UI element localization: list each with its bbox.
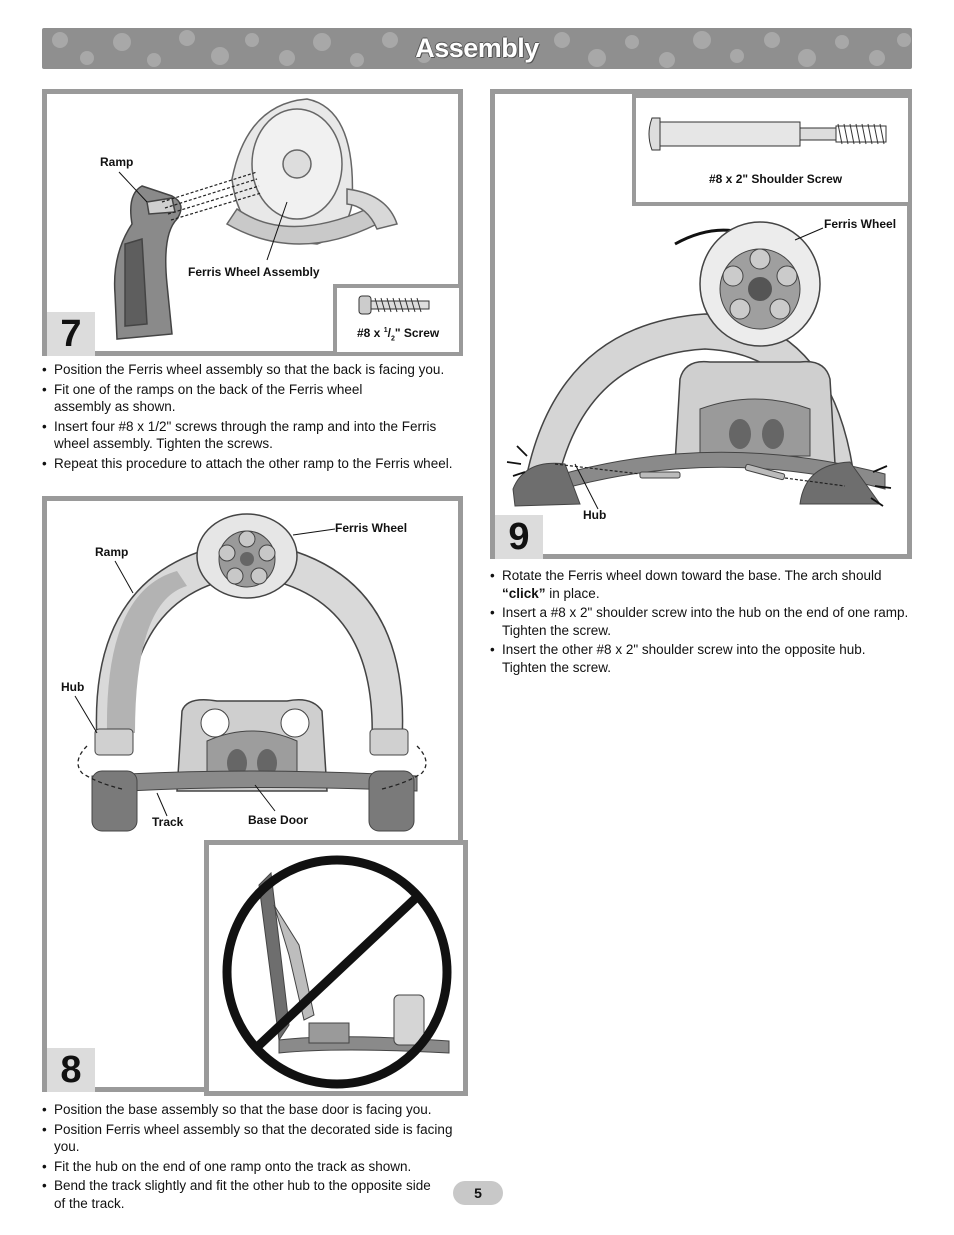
label-hub: Hub [61,680,85,694]
list-item: Fit the hub on the end of one ramp onto … [42,1158,467,1176]
label-track: Track [152,815,184,829]
step-9-panel: #8 x 2" Shoulder Screw [490,89,912,559]
label-base-door: Base Door [248,813,309,827]
label-ramp: Ramp [100,155,134,169]
step-8-illustration [74,513,427,832]
label-ferris-wheel: Ferris Wheel [824,217,897,231]
list-item: Fit one of the ramps on the back of the … [42,381,462,416]
list-item: Insert the other #8 x 2" shoulder screw … [490,641,910,676]
list-item: Position the base assembly so that the b… [42,1101,467,1119]
label-shoulder-screw: #8 x 2" Shoulder Screw [709,172,843,186]
step-number-9: 9 [495,515,543,559]
step-8-instructions: Position the base assembly so that the b… [42,1101,467,1214]
incorrect-orientation-box [204,840,468,1096]
step-7-instructions: Position the Ferris wheel assembly so th… [42,361,462,474]
list-item: Position Ferris wheel assembly so that t… [42,1121,467,1156]
label-hub: Hub [583,508,607,522]
shoulder-screw-icon [648,117,887,151]
label-ramp: Ramp [95,545,129,559]
list-item: Insert a #8 x 2" shoulder screw into the… [490,604,910,639]
shoulder-screw-callout-box: #8 x 2" Shoulder Screw [632,94,912,206]
header-bar: Assembly [42,28,912,69]
page-number: 5 [453,1181,503,1205]
label-ferris-wheel: Ferris Wheel [335,521,408,535]
list-item: Insert four #8 x 1/2" screws through the… [42,418,462,453]
list-item: Repeat this procedure to attach the othe… [42,455,462,473]
step-7-panel: Ramp Ferris Wheel Assembly #8 x 1/2" Scr… [42,89,463,356]
step-7-illustration [113,98,398,340]
screw-icon [358,295,430,315]
step-number-8: 8 [47,1048,95,1092]
page-title: Assembly [415,33,539,63]
label-ferris-wheel-assembly: Ferris Wheel Assembly [188,265,320,279]
label-screw: #8 x 1/2" Screw [357,326,440,343]
step-number-7: 7 [47,312,95,356]
list-item: Position the Ferris wheel assembly so th… [42,361,462,379]
step-9-illustration [506,221,892,510]
prohibited-icon [222,855,452,1089]
screw-callout-box: #8 x 1/2" Screw [333,284,463,356]
list-item: Bend the track slightly and fit the othe… [42,1177,467,1212]
dots-pattern [52,30,911,68]
list-item: Rotate the Ferris wheel down toward the … [490,567,910,602]
step-9-instructions: Rotate the Ferris wheel down toward the … [490,567,910,678]
